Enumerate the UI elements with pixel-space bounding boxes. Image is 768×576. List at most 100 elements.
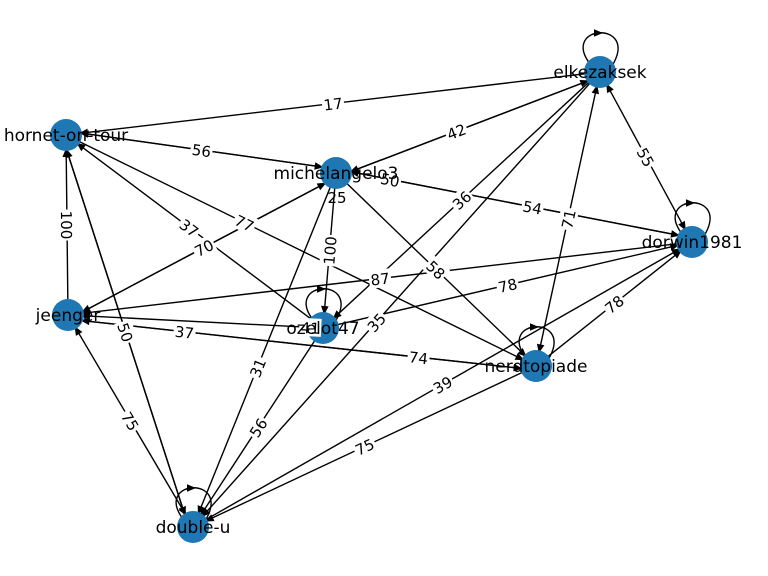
edge-weight: 70: [192, 236, 217, 261]
node-label-ozelot: ozelot47: [286, 319, 359, 339]
arrowhead-ozelot-double: [200, 506, 209, 517]
edge-michel-double: [197, 184, 332, 516]
arrowhead-jeenger-michel: [316, 182, 327, 191]
edge-weight: 87: [370, 269, 391, 289]
loops-layer: [175, 29, 711, 522]
edge-weight: 100: [320, 236, 340, 266]
edge-label-bg: [632, 143, 660, 171]
edge-label-1: 42: [442, 118, 470, 144]
edge-label-22: 78: [599, 290, 629, 318]
self-loop-arrowhead-double: [187, 484, 196, 492]
edge-label-16: 37: [175, 213, 204, 242]
node-michel[interactable]: [320, 157, 352, 189]
edge-label-11: 100: [319, 234, 341, 267]
edge-weight: 39: [430, 373, 456, 398]
edge-weight: 58: [422, 257, 448, 283]
edge-jeenger-nerd: [80, 319, 523, 370]
edge-label-3: 56: [189, 139, 214, 161]
arrowhead-michel-ozelot: [321, 305, 329, 316]
edge-label-bg: [244, 354, 270, 382]
node-dorwin[interactable]: [676, 226, 708, 258]
edge-label-20: 87: [368, 268, 392, 290]
edge-label-0: 17: [321, 93, 345, 115]
edge-weight: 41: [300, 319, 320, 338]
edge-label-8: 71: [556, 206, 580, 232]
self-loop-arrowhead-ozelot: [317, 285, 326, 293]
arrowhead-jeenger-double: [178, 506, 187, 516]
edge-label-bg: [494, 273, 521, 297]
self-loop-arrowhead-dorwin: [686, 199, 695, 207]
edge-label-7: 55: [632, 143, 660, 171]
node-label-double: double-u: [156, 518, 231, 538]
node-label-michel: michelangelo3: [274, 164, 399, 184]
edges-layer: [62, 72, 687, 523]
node-label-dorwin: dorwin1981: [642, 233, 743, 253]
edge-label-26: 41: [298, 317, 322, 338]
arrowhead-elke-ozelot: [332, 310, 342, 320]
edge-weight: 56: [246, 415, 272, 441]
arrowhead-elke-dorwin: [678, 220, 686, 231]
edge-label-bg: [599, 290, 629, 318]
edge-weight: 37: [174, 323, 195, 343]
edge-weight: 74: [408, 348, 429, 368]
edge-weight: 75: [352, 435, 377, 459]
edge-label-bg: [298, 317, 322, 337]
edge-label-bg: [362, 308, 391, 337]
edge-label-bg: [377, 168, 403, 191]
node-elke[interactable]: [584, 56, 616, 88]
node-labels-layer: hornet-on-tourmichelangelo3elkezaksekdor…: [4, 63, 743, 538]
edge-weight: 54: [521, 197, 543, 218]
edge-label-25: 74: [406, 347, 431, 368]
node-label-jeenger: jeenger: [35, 306, 101, 326]
edge-label-12: 77: [230, 209, 259, 236]
edge-label-bg: [321, 93, 345, 114]
edge-label-27: 75: [117, 406, 144, 436]
edge-weight: 25: [327, 189, 346, 207]
edge-label-bg: [406, 347, 431, 368]
edge-label-bg: [556, 206, 580, 232]
edge-label-bg: [230, 209, 259, 236]
edge-label-bg: [447, 185, 476, 215]
edge-label-18: 50: [113, 318, 138, 346]
edge-label-bg: [428, 371, 457, 398]
edge-weight: 55: [633, 145, 658, 170]
node-hornet[interactable]: [50, 119, 82, 151]
edge-label-28: 31: [244, 354, 270, 382]
edge-label-23: 39: [428, 371, 457, 398]
edge-label-31: 25: [327, 189, 346, 207]
edge-label-bg: [350, 433, 379, 460]
edge-label-bg: [175, 213, 204, 242]
edge-weight: 71: [558, 208, 580, 230]
edge-weight: 50: [379, 170, 401, 191]
edge-label-21: 78: [494, 273, 521, 297]
edge-label-6: 54: [520, 196, 546, 219]
edge-label-bg: [113, 318, 138, 346]
edge-label-bg: [172, 321, 197, 342]
edge-weight: 42: [444, 120, 468, 144]
node-double[interactable]: [177, 511, 209, 543]
arrowhead-ozelot-jeenger: [80, 312, 91, 320]
edge-michel-elke: [349, 79, 590, 173]
self-loop-arrowhead-elke: [594, 29, 603, 37]
edge-label-bg: [368, 268, 392, 289]
edge-label-bg: [319, 234, 340, 267]
edge-ozelot-jeenger: [80, 314, 311, 329]
edge-weight: 37: [176, 216, 202, 242]
edge-label-bg: [442, 118, 470, 144]
edge-elke-double: [201, 81, 592, 518]
edge-hornet-nerd: [77, 140, 525, 361]
arrowhead-hornet-nerd: [514, 352, 525, 361]
node-nerd[interactable]: [520, 350, 552, 382]
edge-dorwin-michel: [349, 170, 681, 237]
edge-weight: 17: [323, 94, 344, 114]
edge-label-5: 50: [377, 168, 403, 191]
edge-label-30: 75: [350, 433, 379, 460]
arrowhead-michel-elke: [579, 80, 590, 88]
edge-label-bg: [421, 255, 451, 284]
edge-label-bg: [189, 139, 214, 161]
node-label-elke: elkezaksek: [553, 63, 646, 83]
node-jeenger[interactable]: [52, 299, 84, 331]
arrowhead-elke-double: [201, 508, 211, 518]
edge-weight: 100: [57, 211, 75, 240]
